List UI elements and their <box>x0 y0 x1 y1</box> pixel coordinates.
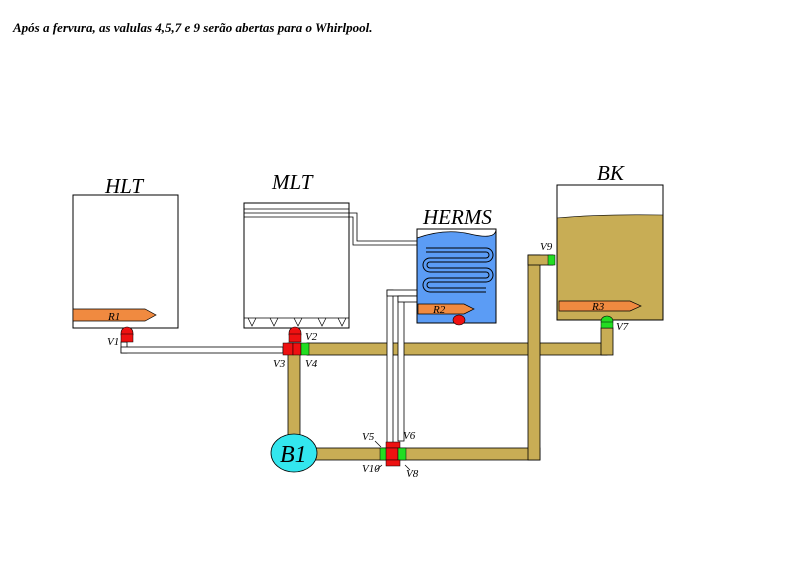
v3-label: V3 <box>273 358 286 370</box>
mlt-herms-tube <box>349 212 417 246</box>
valve-v3 <box>282 342 294 356</box>
pipe-herms-outlet-top <box>397 295 418 303</box>
valve-v1 <box>120 333 134 343</box>
r2-heater <box>417 303 475 315</box>
valve-v3-body <box>292 342 302 356</box>
herms-vessel: HERMS R2 <box>416 205 497 326</box>
v5-label: V5 <box>362 431 375 443</box>
valve-v8 <box>397 447 407 461</box>
v9-label: V9 <box>540 241 553 253</box>
pump-b1: B1 <box>270 433 318 473</box>
herms-outlet-dome <box>452 314 466 326</box>
pipe-hlt-to-v3 <box>120 346 284 354</box>
v10-label: V10 <box>362 463 380 475</box>
pipe-herms-return-top <box>386 289 418 297</box>
v7-label: V7 <box>616 321 629 333</box>
pipe-herms-return <box>386 289 394 453</box>
valve-pointers <box>374 440 411 471</box>
r3-heater <box>558 300 642 312</box>
pipe-main-vertical <box>287 342 301 449</box>
mlt-vessel: MLT <box>243 170 350 336</box>
v8-label: V8 <box>406 468 419 480</box>
mlt-label: MLT <box>271 170 314 194</box>
valve-v10 <box>385 459 401 467</box>
pipe-bk-return <box>527 254 541 461</box>
valve-v4 <box>300 342 310 356</box>
pipe-herms-outlet <box>397 295 405 442</box>
valve-v6 <box>385 441 401 449</box>
v6-label: V6 <box>403 430 416 442</box>
valve-center <box>385 447 399 461</box>
valve-v2 <box>288 333 302 343</box>
v2-label: V2 <box>305 331 318 343</box>
valve-v7 <box>600 321 614 329</box>
valve-labels: V1 V2 V3 V4 V5 V6 V7 V8 V9 V10 <box>107 241 629 480</box>
pipe-pump-outlet <box>314 447 541 461</box>
valve-v9 <box>547 254 556 266</box>
pipe-v4-to-bk <box>306 342 608 356</box>
valves <box>120 254 614 467</box>
pump-label: B1 <box>280 442 307 468</box>
v1-label: V1 <box>107 336 119 348</box>
false-bottom <box>247 317 347 327</box>
r3-label: R3 <box>591 301 605 313</box>
r2-label: R2 <box>432 304 446 316</box>
bk-label: BK <box>597 161 625 185</box>
instruction-caption: Após a fervura, as valulas 4,5,7 e 9 ser… <box>13 20 373 35</box>
pipe-bk-outlet <box>600 327 614 356</box>
hlt-vessel: HLT R1 <box>72 174 179 336</box>
herms-label: HERMS <box>422 205 492 229</box>
bk-vessel: BK R3 <box>556 161 664 327</box>
r1-label: R1 <box>107 311 120 323</box>
r1-heater <box>72 308 157 322</box>
v4-label: V4 <box>305 358 318 370</box>
hlt-label: HLT <box>104 174 144 198</box>
